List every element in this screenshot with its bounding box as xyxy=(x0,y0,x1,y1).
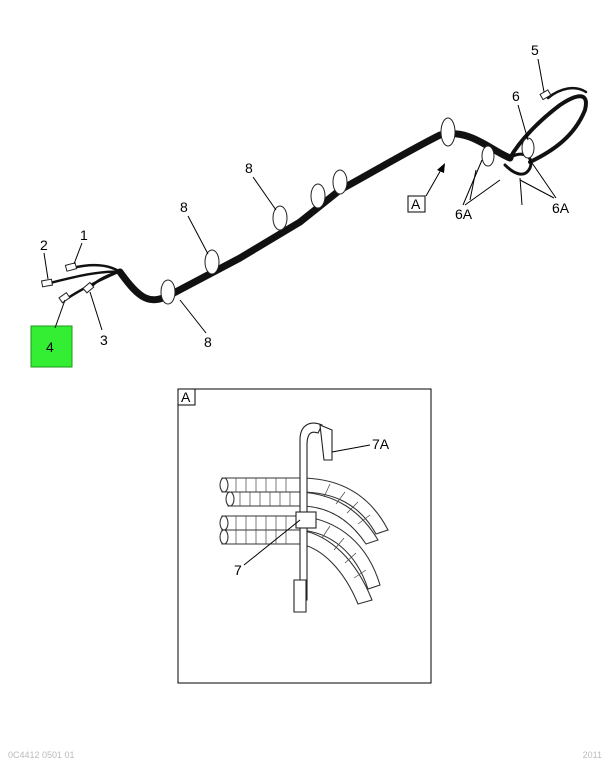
footer-right: 2011 xyxy=(582,750,602,760)
detail-tag-label: A xyxy=(181,389,191,405)
convoluted-tubes xyxy=(219,477,389,605)
view-ref-box xyxy=(407,195,426,213)
callout-5: 5 xyxy=(531,42,539,58)
callout-3: 3 xyxy=(100,332,108,348)
callout-8-bottom: 8 xyxy=(204,334,212,350)
wiring-harness xyxy=(40,86,588,305)
callouts: 1 2 3 4 5 6 6A 6A A 8 8 xyxy=(30,42,570,368)
callout-6a-left: 6A xyxy=(455,206,473,222)
view-ref-label: A xyxy=(411,196,421,212)
callout-8-top: 8 xyxy=(245,160,253,176)
callout-2: 2 xyxy=(40,237,48,253)
callout-6a-right: 6A xyxy=(552,200,570,216)
callout-4-highlight[interactable] xyxy=(30,325,73,368)
callout-6: 6 xyxy=(512,88,520,104)
callout-1: 1 xyxy=(80,227,88,243)
callout-4: 4 xyxy=(46,339,54,355)
cable-tie xyxy=(293,422,333,613)
detail-tag-box xyxy=(177,388,196,406)
detail-view-a: A xyxy=(177,388,432,684)
callout-7a: 7A xyxy=(372,436,390,452)
callout-7: 7 xyxy=(234,562,242,578)
footer-left: 0C4412 0501 01 xyxy=(8,750,75,760)
callout-8-mid: 8 xyxy=(180,199,188,215)
